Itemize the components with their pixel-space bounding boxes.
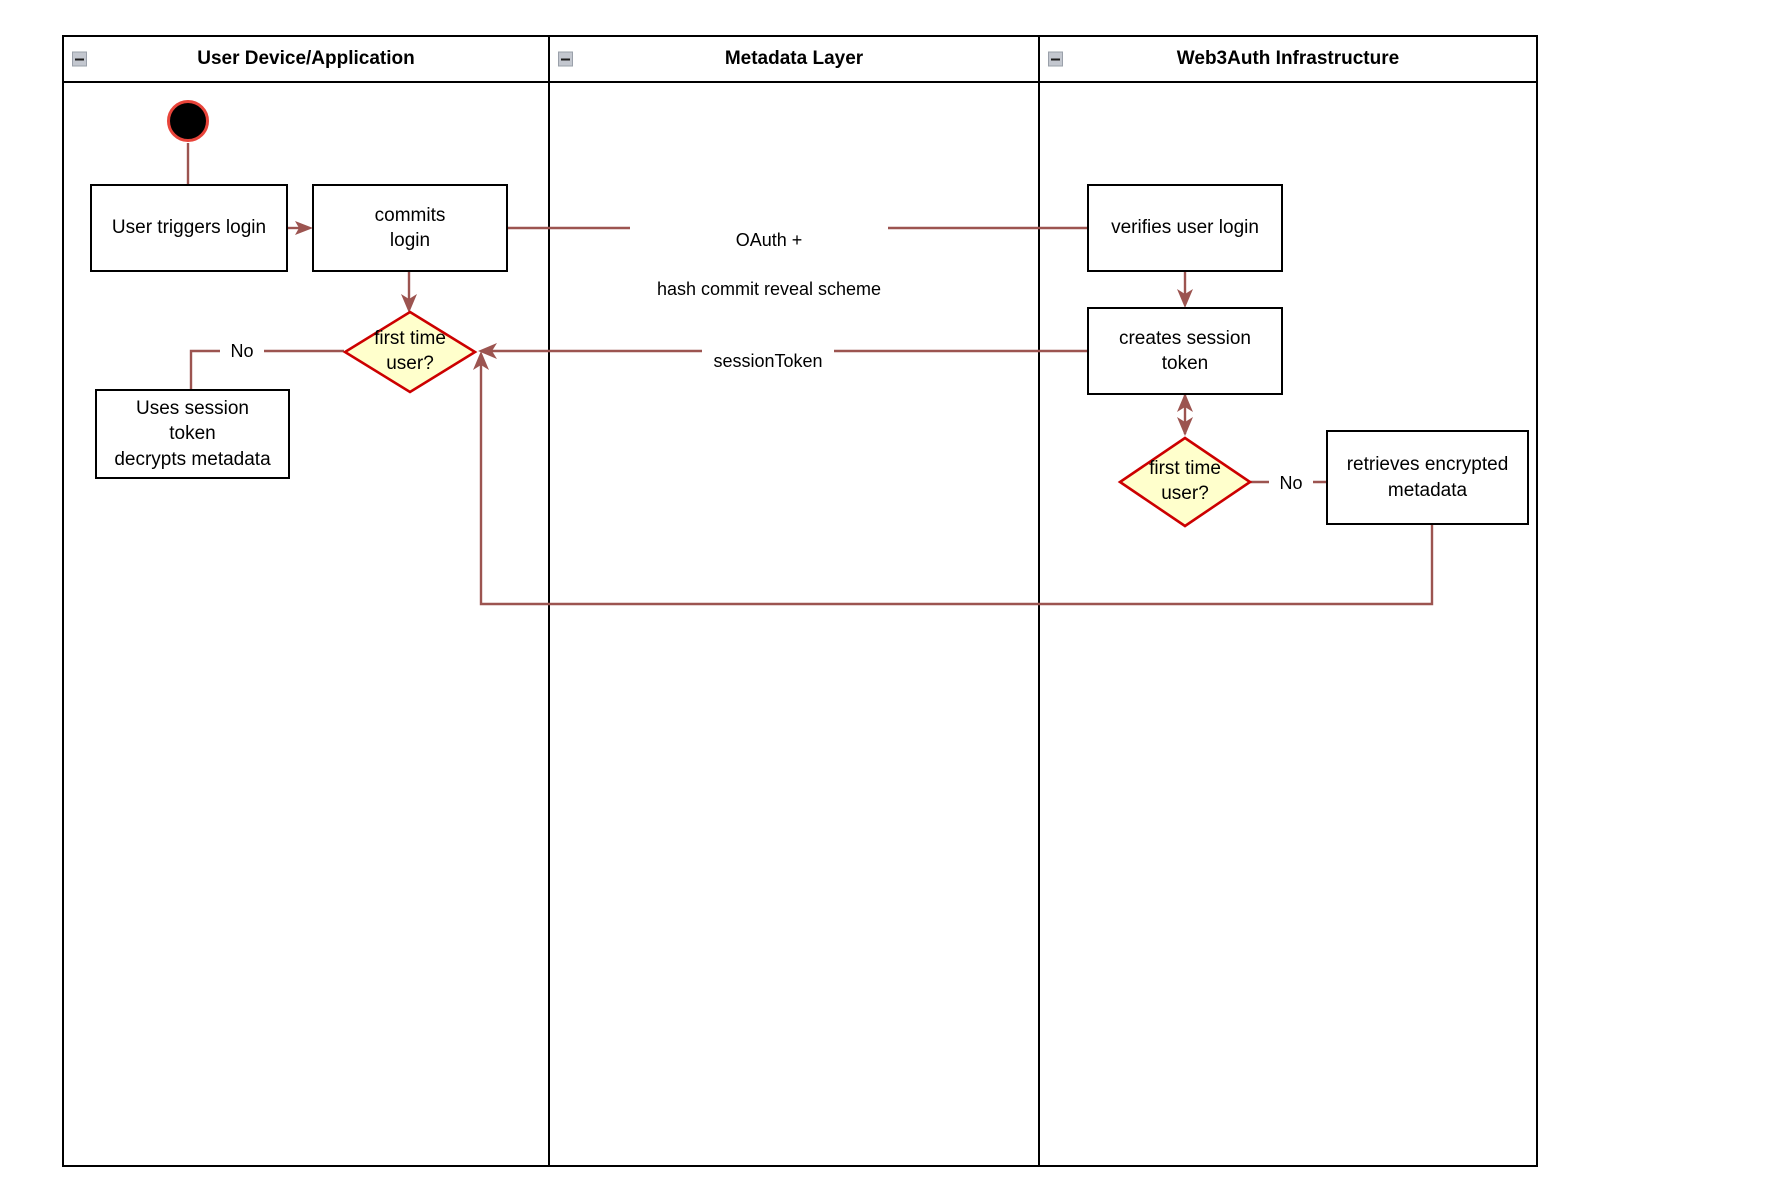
swimlane-header-web3auth-infrastructure: Web3Auth Infrastructure	[1040, 37, 1536, 83]
initial-node[interactable]	[167, 100, 209, 142]
collapse-minus-icon[interactable]	[558, 51, 573, 67]
activity-label-line2: metadata	[1387, 479, 1468, 501]
swimlane-title-user-device: User Device/Application	[197, 48, 415, 69]
decision-first-time-user-right[interactable]: first time user?	[1117, 435, 1253, 529]
edge-label-no-right: No	[1269, 471, 1313, 496]
activity-label-line2: login	[389, 230, 431, 251]
edge-label-oauth-hash-commit: OAuth + hash commit reveal scheme	[630, 204, 888, 326]
decision-first-time-user-left[interactable]: first time user?	[342, 309, 478, 395]
activity-label-line3: decrypts metadata	[114, 448, 271, 470]
collapse-minus-icon[interactable]	[1048, 51, 1063, 67]
edge-label-line2: hash commit reveal scheme	[656, 278, 882, 299]
swimlane-title-web3auth-infrastructure: Web3Auth Infrastructure	[1176, 48, 1400, 69]
activity-label-line2: token	[169, 423, 216, 445]
activity-label: retrieves encrypted metadata	[1347, 452, 1509, 502]
activity-label: creates session token	[1119, 326, 1251, 376]
edge-label-no-left: No	[220, 339, 264, 364]
activity-label-line1: Uses session	[136, 398, 249, 420]
swimlane-header-metadata-layer: Metadata Layer	[550, 37, 1038, 83]
swimlane-title-metadata-layer: Metadata Layer	[724, 48, 864, 69]
activity-commits-login[interactable]: commits login	[312, 184, 508, 272]
activity-label-line1: retrieves encrypted	[1346, 454, 1509, 476]
activity-user-triggers-login[interactable]: User triggers login	[90, 184, 288, 272]
swimlane-web3auth-infrastructure[interactable]: Web3Auth Infrastructure	[1040, 37, 1536, 1165]
activity-label: commits login	[375, 203, 446, 253]
activity-label-line1: commits	[374, 204, 446, 226]
activity-label: verifies user login	[1111, 217, 1259, 239]
activity-uses-session-token-decrypts-metadata[interactable]: Uses session token decrypts metadata	[95, 389, 290, 479]
activity-label: Uses session token decrypts metadata	[114, 396, 270, 471]
edge-label-session-token: sessionToken	[702, 349, 834, 374]
swimlane-header-user-device: User Device/Application	[64, 37, 548, 83]
collapse-minus-icon[interactable]	[72, 51, 87, 67]
activity-label-line1: creates session	[1118, 327, 1251, 349]
edge-label-line1: OAuth +	[735, 230, 803, 251]
activity-creates-session-token[interactable]: creates session token	[1087, 307, 1283, 395]
activity-retrieves-encrypted-metadata[interactable]: retrieves encrypted metadata	[1326, 430, 1529, 525]
activity-label-line2: token	[1161, 353, 1209, 374]
activity-label: User triggers login	[111, 217, 267, 239]
activity-verifies-user-login[interactable]: verifies user login	[1087, 184, 1283, 272]
